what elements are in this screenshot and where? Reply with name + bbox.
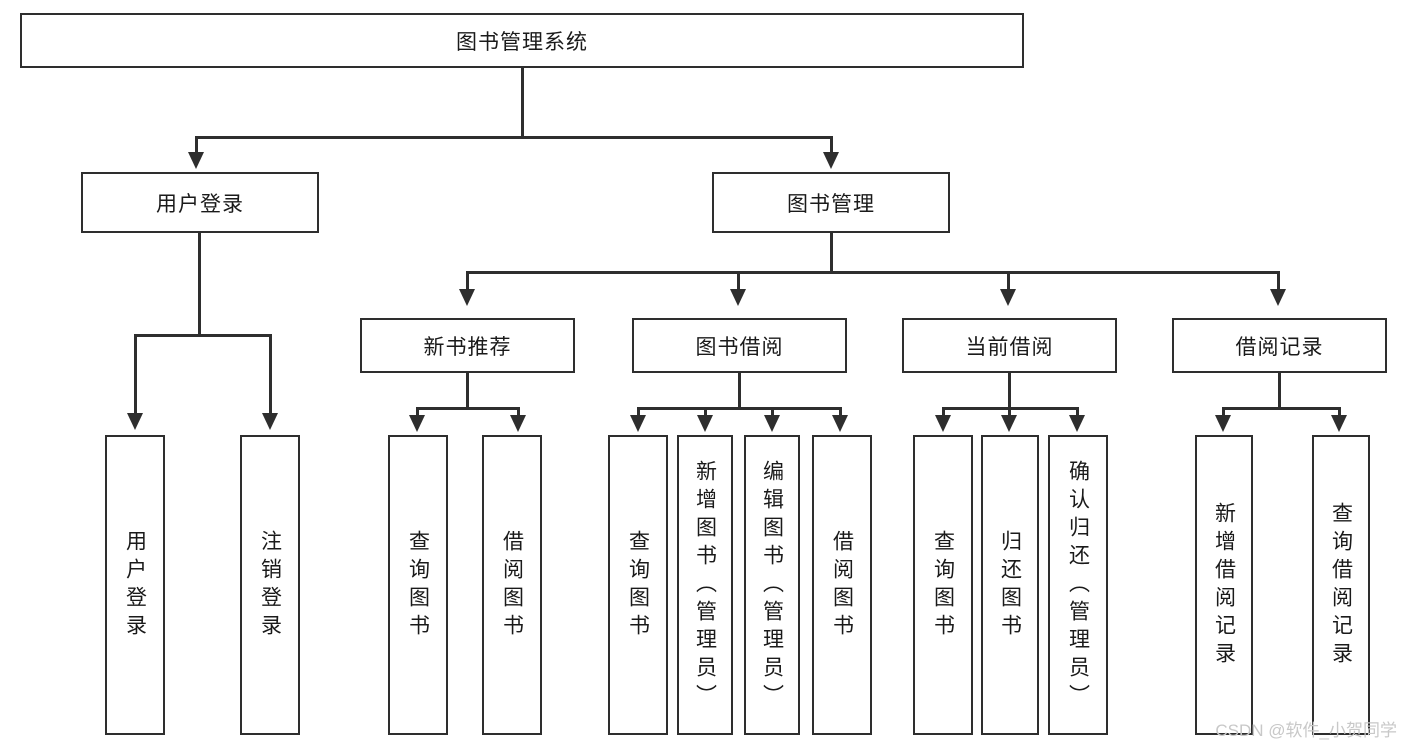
node-current-borrow-label: 当前借阅 xyxy=(965,335,1054,359)
node-leaf-query-book-3[interactable]: 查询图书 xyxy=(913,435,973,735)
edge-user-login-stem xyxy=(198,233,201,336)
node-leaf-logout[interactable]: 注销登录 xyxy=(240,435,300,735)
node-user-login[interactable]: 用户登录 xyxy=(81,172,319,233)
arrow-cb-leaf-3 xyxy=(1069,415,1085,432)
node-leaf-query-book-1[interactable]: 查询图书 xyxy=(388,435,448,735)
edge-user-login-right-drop xyxy=(269,334,272,417)
edge-nbr-drop-1 xyxy=(416,407,419,421)
edge-br-bar xyxy=(1222,407,1340,410)
edge-bm-drop-4 xyxy=(1277,271,1280,293)
edge-user-login-left-drop xyxy=(134,334,137,417)
arrow-user-login-leaf-1 xyxy=(127,413,143,430)
arrow-root-to-user-login xyxy=(188,152,204,169)
edge-nbr-bar xyxy=(416,407,520,410)
node-leaf-return-book[interactable]: 归还图书 xyxy=(981,435,1039,735)
edge-bb-drop-3 xyxy=(771,407,774,421)
node-leaf-edit-book-admin[interactable]: 编辑图书（管理员） xyxy=(744,435,800,735)
node-leaf-query-book-2-label: 查询图书 xyxy=(626,530,650,642)
node-leaf-user-login[interactable]: 用户登录 xyxy=(105,435,165,735)
node-root[interactable]: 图书管理系统 xyxy=(20,13,1024,68)
arrow-br-leaf-2 xyxy=(1331,415,1347,432)
node-borrow-record[interactable]: 借阅记录 xyxy=(1172,318,1387,373)
edge-root-to-book-manage xyxy=(830,136,833,156)
node-new-book-rec-label: 新书推荐 xyxy=(423,335,512,359)
edge-cb-drop-1 xyxy=(942,407,945,421)
arrow-nbr-leaf-1 xyxy=(409,415,425,432)
arrow-br-leaf-1 xyxy=(1215,415,1231,432)
edge-book-manage-stem xyxy=(830,233,833,273)
arrow-bb-leaf-3 xyxy=(764,415,780,432)
edge-bm-drop-2 xyxy=(737,271,740,293)
node-leaf-add-book-admin[interactable]: 新增图书（管理员） xyxy=(677,435,733,735)
edge-bb-drop-1 xyxy=(637,407,640,421)
node-leaf-borrow-book-1[interactable]: 借阅图书 xyxy=(482,435,542,735)
node-leaf-query-book-2[interactable]: 查询图书 xyxy=(608,435,668,735)
node-leaf-add-record[interactable]: 新增借阅记录 xyxy=(1195,435,1253,735)
arrow-bm-to-current-borrow xyxy=(1000,289,1016,306)
edge-bb-drop-4 xyxy=(839,407,842,421)
node-leaf-query-book-3-label: 查询图书 xyxy=(931,530,955,642)
node-current-borrow[interactable]: 当前借阅 xyxy=(902,318,1117,373)
edge-br-drop-2 xyxy=(1338,407,1341,421)
edge-book-manage-bar xyxy=(466,271,1278,274)
edge-br-stem xyxy=(1278,373,1281,409)
edge-root-bar xyxy=(195,136,833,139)
edge-nbr-drop-2 xyxy=(517,407,520,421)
arrow-bb-leaf-4 xyxy=(832,415,848,432)
edge-cb-drop-3 xyxy=(1076,407,1079,421)
edge-root-stem xyxy=(521,68,524,138)
edge-cb-stem xyxy=(1008,373,1011,409)
node-leaf-add-book-admin-label: 新增图书（管理员） xyxy=(693,460,717,712)
node-book-manage[interactable]: 图书管理 xyxy=(712,172,950,233)
node-leaf-query-record-label: 查询借阅记录 xyxy=(1329,502,1353,670)
arrow-bb-leaf-2 xyxy=(697,415,713,432)
arrow-bm-to-borrow-record xyxy=(1270,289,1286,306)
edge-bb-stem xyxy=(738,373,741,409)
edge-bm-drop-1 xyxy=(466,271,469,293)
arrow-bm-to-book-borrow xyxy=(730,289,746,306)
node-book-borrow-label: 图书借阅 xyxy=(695,335,784,359)
node-leaf-borrow-book-1-label: 借阅图书 xyxy=(500,530,524,642)
node-leaf-user-login-label: 用户登录 xyxy=(123,530,147,642)
node-leaf-edit-book-admin-label: 编辑图书（管理员） xyxy=(760,460,784,712)
edge-br-drop-1 xyxy=(1222,407,1225,421)
arrow-user-login-leaf-2 xyxy=(262,413,278,430)
node-leaf-confirm-return-admin-label: 确认归还（管理员） xyxy=(1066,460,1090,712)
node-borrow-record-label: 借阅记录 xyxy=(1235,335,1324,359)
arrow-bb-leaf-1 xyxy=(630,415,646,432)
edge-bb-drop-2 xyxy=(704,407,707,421)
node-leaf-borrow-book-2-label: 借阅图书 xyxy=(830,530,854,642)
node-book-manage-label: 图书管理 xyxy=(787,192,875,216)
node-user-login-label: 用户登录 xyxy=(156,192,244,216)
edge-bm-drop-3 xyxy=(1007,271,1010,293)
node-leaf-borrow-book-2[interactable]: 借阅图书 xyxy=(812,435,872,735)
node-leaf-return-book-label: 归还图书 xyxy=(998,530,1022,642)
node-leaf-query-record[interactable]: 查询借阅记录 xyxy=(1312,435,1370,735)
node-leaf-query-book-1-label: 查询图书 xyxy=(406,530,430,642)
node-root-label: 图书管理系统 xyxy=(456,30,588,54)
arrow-cb-leaf-1 xyxy=(935,415,951,432)
node-book-borrow[interactable]: 图书借阅 xyxy=(632,318,847,373)
arrow-root-to-book-manage xyxy=(823,152,839,169)
arrow-bm-to-new-book-rec xyxy=(459,289,475,306)
edge-bb-bar xyxy=(637,407,842,410)
watermark: CSDN @软件_小贺同学 xyxy=(1215,721,1397,740)
node-leaf-logout-label: 注销登录 xyxy=(258,530,282,642)
edge-cb-drop-2 xyxy=(1008,407,1011,421)
arrow-cb-leaf-2 xyxy=(1001,415,1017,432)
edge-user-login-bar xyxy=(134,334,272,337)
arrow-nbr-leaf-2 xyxy=(510,415,526,432)
node-leaf-confirm-return-admin[interactable]: 确认归还（管理员） xyxy=(1048,435,1108,735)
node-leaf-add-record-label: 新增借阅记录 xyxy=(1212,502,1236,670)
edge-nbr-stem xyxy=(466,373,469,409)
edge-root-to-user-login xyxy=(195,136,198,156)
node-new-book-rec[interactable]: 新书推荐 xyxy=(360,318,575,373)
